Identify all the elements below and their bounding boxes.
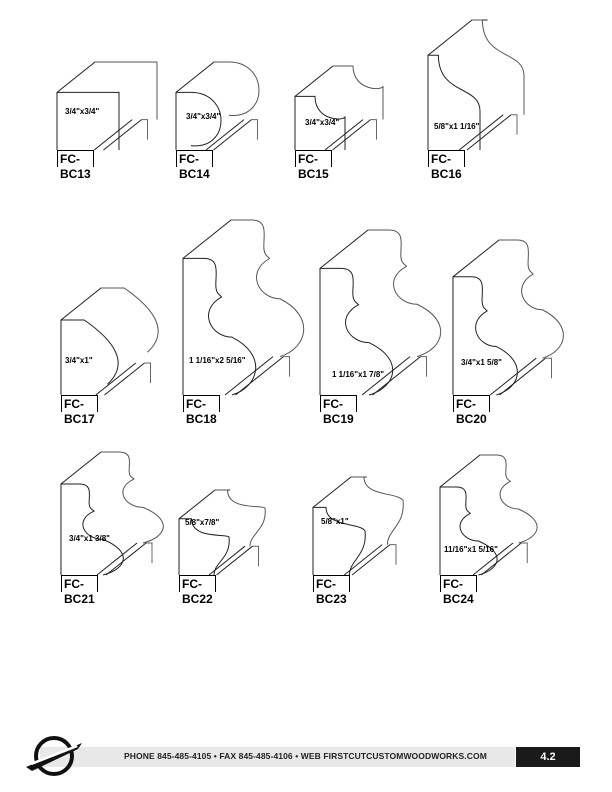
profile-dimensions: 11/16"x1 5/16"	[444, 545, 498, 554]
profile-code: FC-BC15	[295, 150, 332, 181]
profile-code: FC-BC16	[428, 150, 465, 181]
profile-dimensions: 3/4"x3/4"	[305, 118, 340, 127]
profile-dimensions: 1 1/16"x2 5/16"	[189, 356, 246, 365]
profile-drawing	[60, 287, 159, 396]
profile-drawing	[178, 489, 266, 576]
profile-code: FC-BC20	[453, 395, 490, 426]
profile-drawing	[294, 65, 384, 151]
profile-dimensions: 1 1/16"x1 7/8"	[332, 370, 385, 379]
profile-dimensions: 5/8"x7/8"	[185, 518, 220, 527]
profile-dimensions: 3/4"x3/4"	[65, 107, 100, 116]
profile-code: FC-BC21	[61, 575, 98, 606]
profile-dimensions: 3/4"x1 3/8"	[69, 534, 110, 543]
profile-drawing	[312, 476, 404, 576]
profile-dimensions: 3/4"x1 5/8"	[461, 358, 502, 367]
profile-drawing	[452, 239, 564, 396]
company-logo	[26, 736, 82, 776]
profile-dimensions: 3/4"x1"	[65, 356, 93, 365]
profile-drawing	[175, 61, 260, 151]
profile-drawing	[439, 454, 538, 576]
profile-code: FC-BC23	[313, 575, 350, 606]
profile-dimensions: 5/8"x1"	[321, 517, 349, 526]
profile-drawing	[427, 19, 525, 151]
profile-code: FC-BC24	[440, 575, 477, 606]
profile-code: FC-BC22	[179, 575, 216, 606]
profile-drawing	[182, 219, 305, 396]
profile-code: FC-BC13	[57, 150, 94, 181]
page-number: 4.2	[516, 747, 580, 767]
profile-code: FC-BC18	[183, 395, 220, 426]
footer-band	[40, 747, 515, 767]
profile-code: FC-BC17	[61, 395, 98, 426]
profile-drawing	[319, 229, 442, 396]
profile-code: FC-BC19	[320, 395, 357, 426]
profile-dimensions: 5/8"x1 1/16"	[434, 122, 480, 131]
profile-dimensions: 3/4"x3/4"	[186, 112, 221, 121]
profile-drawing	[56, 61, 158, 151]
profile-code: FC-BC14	[176, 150, 213, 181]
profile-drawing	[60, 451, 164, 576]
footer-contact: PHONE 845-485-4105 • FAX 845-485-4106 • …	[124, 751, 487, 761]
